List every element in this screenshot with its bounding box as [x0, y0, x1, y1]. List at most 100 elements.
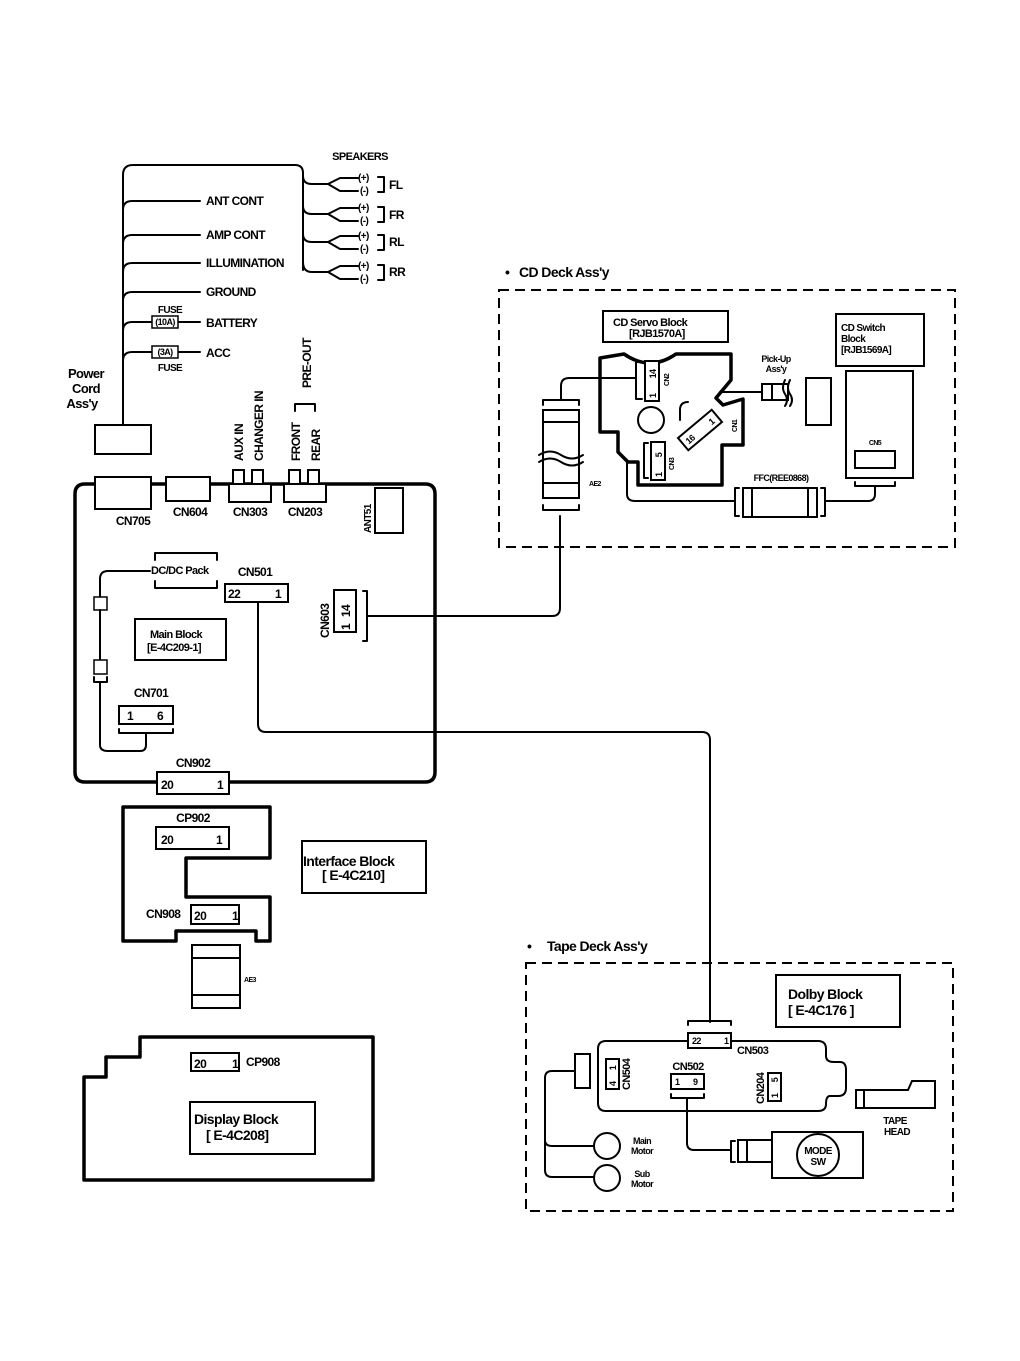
main-block: CN705 CN604 CN303 CN203 ANT51 DC/DC Pack… — [73, 469, 437, 795]
cn908-pin-20: 20 — [194, 909, 207, 923]
tape-deck-title: Tape Deck Ass'y — [547, 938, 648, 954]
cn604-connector — [165, 476, 211, 502]
pickup-assembly — [805, 377, 832, 426]
cp902-pin-1: 1 — [216, 833, 223, 847]
sub-motor-label-2: Motor — [631, 1179, 654, 1189]
cn503-pin-1: 1 — [724, 1036, 729, 1046]
cn501-label: CN501 — [238, 565, 273, 579]
cn3-pin-1: 1 — [654, 472, 664, 477]
tape-deck-boundary — [525, 962, 954, 1212]
interface-block-outline — [121, 805, 272, 943]
main-block-title: Main Block — [150, 629, 204, 641]
main-block-part: [E-4C209-1] — [147, 642, 202, 654]
battery-fuse-rating: (10A) — [155, 317, 175, 327]
speaker-fl: FL — [389, 178, 403, 192]
cn504-pin-4: 4 — [608, 1081, 618, 1086]
wire-battery — [122, 321, 153, 332]
cp902-connector — [155, 826, 230, 850]
cd-servo-label-box — [602, 310, 729, 343]
cable-cn501-to-cn503 — [257, 601, 711, 1023]
fr-minus: (-) — [360, 216, 368, 227]
cn603-pin-1: 1 — [339, 623, 353, 630]
label-battery: BATTERY — [206, 316, 258, 330]
cp908-connector — [190, 1052, 240, 1072]
tape-deck-board-outline — [597, 1040, 847, 1112]
cn203-label: CN203 — [288, 505, 323, 519]
cn501-connector — [224, 583, 289, 603]
power-cord-trunk — [122, 164, 304, 426]
main-motor-label-1: Main — [633, 1136, 651, 1146]
interface-block-label-box — [301, 840, 427, 894]
display-block-title: Display Block — [194, 1111, 279, 1127]
ffc-cable — [742, 487, 818, 518]
label-ground: GROUND — [206, 285, 257, 299]
cn204-pin-5: 5 — [770, 1077, 780, 1082]
battery-fuse — [151, 315, 179, 329]
cn2-connector — [644, 360, 660, 402]
speaker-fr: FR — [389, 208, 405, 222]
cd-deck-assembly: • CD Deck Ass'y CD Servo Block [RJB1570A… — [498, 264, 956, 548]
cn2-label: CN2 — [664, 373, 671, 386]
display-block: 20 1 CP908 Display Block [ E-4C208] — [82, 1035, 375, 1182]
cn701-connector — [118, 705, 174, 725]
cn3-pin-5: 5 — [654, 452, 664, 457]
cn1-pin-1: 1 — [707, 416, 717, 427]
cd-switch-title-1: CD Switch — [841, 323, 886, 334]
cn902-label: CN902 — [176, 756, 211, 770]
tape-deck-bullet: • — [527, 938, 532, 954]
mode-switch-dial — [796, 1133, 840, 1177]
cn5-connector — [854, 450, 896, 469]
label-illumination: ILLUMINATION — [206, 256, 284, 270]
power-cord-title-1: Power — [68, 366, 105, 381]
rr-minus: (-) — [360, 274, 368, 285]
cn908-pin-1: 1 — [232, 909, 239, 923]
cd-switch-title-2: Block — [841, 334, 866, 345]
ant51-label: ANT51 — [363, 503, 374, 533]
wire-ground — [122, 291, 201, 302]
cd-deck-boundary — [498, 289, 956, 548]
cn701-label: CN701 — [134, 686, 169, 700]
speaker-rl: RL — [389, 235, 404, 249]
cd-servo-title: CD Servo Block — [613, 317, 689, 329]
cn902-pin-1: 1 — [217, 778, 224, 792]
fr-plus: (+) — [358, 203, 369, 214]
pickup-label-2: Ass'y — [766, 364, 787, 374]
cn604-label: CN604 — [173, 505, 208, 519]
dolby-block-title: Dolby Block — [788, 986, 863, 1002]
cp902-pin-20: 20 — [161, 833, 174, 847]
cn603-pin-14: 14 — [339, 604, 353, 617]
cn1-label: CN1 — [732, 419, 739, 432]
label-acc: ACC — [206, 346, 231, 360]
cp902-label: CP902 — [176, 811, 211, 825]
ae2-label: AE2 — [589, 481, 602, 488]
power-cord-assembly: (10A) (3A) FUSE FUSE ANT CONT AMP CONT I… — [66, 164, 304, 455]
main-block-label-box — [134, 618, 227, 661]
cd-board-hole — [637, 406, 665, 434]
cn701-pin-1: 1 — [127, 709, 134, 723]
interface-block-part: [ E-4C210] — [322, 867, 384, 883]
cd-deck-title: CD Deck Ass'y — [519, 264, 610, 280]
rl-minus: (-) — [360, 244, 368, 255]
tape-head — [855, 1080, 936, 1109]
wire-amp-cont — [122, 234, 201, 245]
dcdc-pack — [154, 552, 218, 589]
motor-connector — [574, 1053, 591, 1089]
fl-plus: (+) — [358, 173, 369, 184]
label-ant-cont: ANT CONT — [206, 194, 264, 208]
power-cord-title-2: Cord — [72, 381, 101, 396]
cn204-pin-1: 1 — [770, 1093, 780, 1098]
interface-block: CP902 20 1 CN908 20 1 Interface Block [ … — [121, 805, 427, 1009]
cn503-pin-22: 22 — [692, 1036, 701, 1046]
label-pre-out: PRE-OUT — [300, 337, 314, 388]
acc-fuse-label: FUSE — [158, 363, 183, 374]
tape-head-label-2: HEAD — [884, 1127, 910, 1138]
cp908-pin-20: 20 — [194, 1057, 207, 1071]
ae2-cable-bracket-top — [542, 399, 580, 406]
speakers-title: SPEAKERS — [332, 151, 388, 163]
cn502-pin-1: 1 — [675, 1077, 680, 1087]
cn204-label: CN204 — [755, 1071, 767, 1104]
wire-illumination — [122, 262, 201, 273]
display-block-part: [ E-4C208] — [206, 1127, 268, 1143]
cn705-label: CN705 — [116, 514, 151, 528]
